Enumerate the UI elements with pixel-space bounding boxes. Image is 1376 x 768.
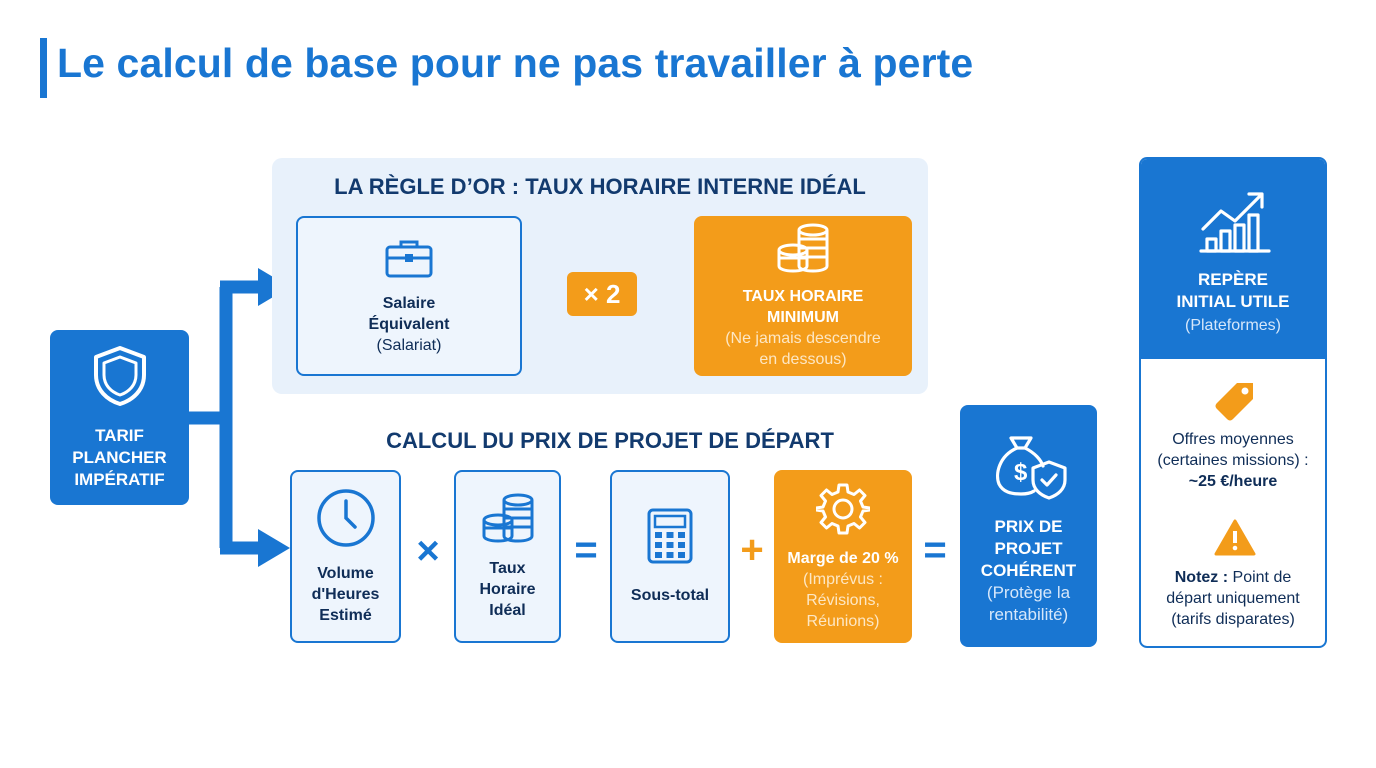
ideal-rate-line2: Horaire	[479, 581, 536, 598]
margin-sub3: Réunions)	[806, 612, 880, 630]
equals-operator-2: =	[923, 527, 947, 572]
ideal-rate-line1: Taux	[489, 560, 526, 577]
note-line2: départ uniquement	[1166, 590, 1300, 607]
ideal-rate-box: Taux Horaire Idéal	[454, 470, 561, 643]
offers-value: ~25 €/heure	[1188, 473, 1278, 490]
note-label: Notez :	[1174, 569, 1229, 586]
growth-chart-icon	[1199, 189, 1271, 260]
project-price-line1: PRIX DE	[994, 517, 1063, 536]
golden-rule-title: LA RÈGLE D’OR : TAUX HORAIRE INTERNE IDÉ…	[334, 174, 866, 199]
money-bag-shield-icon: $	[989, 426, 1069, 506]
salary-line1: Salaire	[382, 294, 436, 312]
title-accent-bar	[40, 38, 47, 98]
margin-sub2: Révisions,	[806, 591, 880, 609]
project-price-line3: COHÉRENT	[980, 561, 1077, 580]
min-rate-sub1: (Ne jamais descendre	[725, 330, 881, 347]
project-calc-title: CALCUL DU PRIX DE PROJET DE DÉPART	[386, 428, 834, 453]
project-price-sub2: rentabilité)	[988, 605, 1069, 624]
subtotal-box: Sous-total	[610, 470, 730, 643]
salary-line2: Équivalent	[368, 315, 450, 333]
floor-rate-line2: PLANCHER	[72, 447, 167, 467]
floor-rate-line3: IMPÉRATIF	[74, 469, 165, 489]
floor-rate-box: TARIF PLANCHER IMPÉRATIF	[50, 330, 189, 505]
offers-line1: Offres moyennes	[1172, 431, 1294, 448]
warning-icon	[1214, 519, 1256, 562]
salary-box: Salaire Équivalent (Salariat)	[296, 216, 522, 376]
benchmark-card: REPÈRE INITIAL UTILE (Plateformes) Offre…	[1139, 157, 1327, 648]
project-price-sub1: (Protège la	[986, 583, 1071, 602]
min-rate-line1: TAUX HORAIRE	[742, 288, 864, 305]
note-line3: (tarifs disparates)	[1171, 611, 1295, 628]
margin-sub1: (Imprévus :	[802, 570, 883, 588]
gear-icon	[814, 482, 872, 542]
svg-text:$: $	[1014, 459, 1028, 486]
briefcase-icon	[384, 237, 434, 285]
ideal-rate-line3: Idéal	[489, 602, 526, 619]
benchmark-title2: INITIAL UTILE	[1176, 292, 1290, 311]
hours-line2: d'Heures	[311, 586, 380, 603]
coins-icon	[773, 222, 833, 280]
benchmark-sub: (Plateformes)	[1184, 317, 1282, 334]
margin-line1: Marge de 20 %	[787, 549, 899, 567]
page-title: Le calcul de base pour ne pas travailler…	[57, 40, 974, 86]
equals-operator: =	[574, 527, 598, 572]
offers-line2: (certaines missions) :	[1157, 452, 1309, 469]
hours-line1: Volume	[317, 565, 374, 582]
subtotal-label: Sous-total	[630, 587, 710, 604]
benchmark-header: REPÈRE INITIAL UTILE (Plateformes)	[1141, 159, 1325, 359]
coins-icon	[478, 492, 538, 550]
hours-box: Volume d'Heures Estimé	[290, 470, 401, 643]
times-operator: ×	[416, 528, 440, 573]
salary-sub: (Salariat)	[376, 336, 442, 354]
calculator-icon	[646, 507, 694, 571]
benchmark-title1: REPÈRE	[1198, 270, 1268, 289]
floor-rate-line1: TARIF	[95, 425, 144, 445]
min-rate-line2: MINIMUM	[767, 309, 839, 326]
min-rate-box: TAUX HORAIRE MINIMUM (Ne jamais descendr…	[694, 216, 912, 376]
note-line1: Point de	[1228, 569, 1292, 586]
times-two-badge: × 2	[567, 272, 637, 316]
hours-line3: Estimé	[319, 607, 372, 624]
project-price-box: $ PRIX DE PROJET COHÉRENT (Protège la re…	[960, 405, 1097, 647]
min-rate-sub2: en dessous)	[759, 351, 847, 368]
shield-icon	[91, 345, 149, 413]
plus-operator: +	[740, 527, 764, 572]
project-price-line2: PROJET	[994, 539, 1063, 558]
clock-icon	[315, 487, 377, 555]
price-tag-icon	[1213, 381, 1257, 428]
note-row1: Notez : Point de	[1141, 567, 1325, 588]
margin-box: Marge de 20 % (Imprévus : Révisions, Réu…	[774, 470, 912, 643]
